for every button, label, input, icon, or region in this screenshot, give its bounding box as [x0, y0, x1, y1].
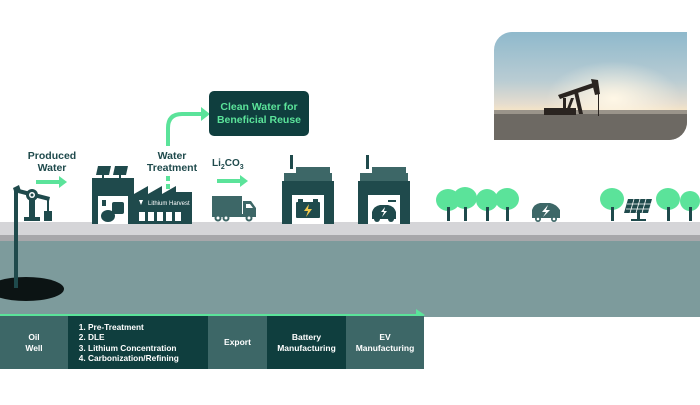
cell-text: EV [379, 331, 391, 342]
timeline-cell-ev-manufacturing: EV Manufacturing [346, 316, 424, 369]
well-reservoir [0, 277, 64, 301]
step-item: Carbonization/Refining [88, 353, 179, 364]
export-arrow [217, 175, 248, 187]
step-item: Pre-Treatment [88, 322, 179, 333]
process-timeline: Oil Well Pre-Treatment DLE Lithium Conce… [0, 316, 424, 369]
cell-text: Manufacturing [355, 342, 415, 353]
label-line: Water [37, 162, 67, 174]
timeline-cell-export: Export [208, 316, 267, 369]
timeline-cell-processing: Pre-Treatment DLE Lithium Concentration … [68, 316, 208, 369]
timeline-cell-oil-well: Oil Well [0, 316, 68, 369]
green-landscape [436, 187, 700, 222]
clean-water-box: Clean Water for Beneficial Reuse [209, 91, 309, 136]
water-treatment-label: Water Treatment [140, 150, 204, 174]
cell-text: Well [25, 342, 43, 353]
label-line: Beneficial Reuse [216, 113, 302, 126]
cell-text: Battery [291, 331, 322, 342]
oil-pumpjack-photo [494, 32, 687, 140]
cell-text: Export [224, 337, 251, 347]
label-line: Produced [27, 150, 77, 162]
factory-brand-text: Lithium Harvest [148, 201, 190, 207]
label-line: Water [157, 150, 187, 162]
ev-factory-icon [358, 155, 410, 224]
formula-part: Li [212, 158, 221, 169]
formula-sub: 2 [220, 164, 225, 171]
cell-text: Manufacturing [277, 342, 336, 353]
li2co3-label: Li2CO3 [212, 158, 252, 174]
pumpjack-icon [13, 185, 52, 221]
ground-layer [0, 235, 700, 244]
lithium-harvest-plant-icon: Lithium Harvest [92, 166, 192, 224]
step-item: DLE [88, 332, 179, 343]
processing-steps: Pre-Treatment DLE Lithium Concentration … [72, 322, 179, 364]
clean-water-arrow [166, 107, 210, 192]
formula-part: CO [224, 158, 240, 169]
timeline-arrow [0, 309, 425, 321]
step-item: Lithium Concentration [88, 343, 179, 354]
cell-text: Oil [28, 331, 40, 342]
label-line: Clean Water for [220, 100, 298, 113]
timeline-cell-battery-manufacturing: Battery Manufacturing [267, 316, 346, 369]
label-line: Treatment [146, 162, 198, 174]
produced-water-arrow [36, 176, 67, 188]
formula-sub: 3 [239, 164, 244, 171]
well-pipe [14, 190, 18, 288]
underground-layer [0, 241, 700, 317]
ground-surface [0, 222, 700, 235]
produced-water-label: Produced Water [22, 150, 82, 174]
battery-factory-icon [282, 155, 334, 224]
truck-icon [212, 196, 256, 222]
